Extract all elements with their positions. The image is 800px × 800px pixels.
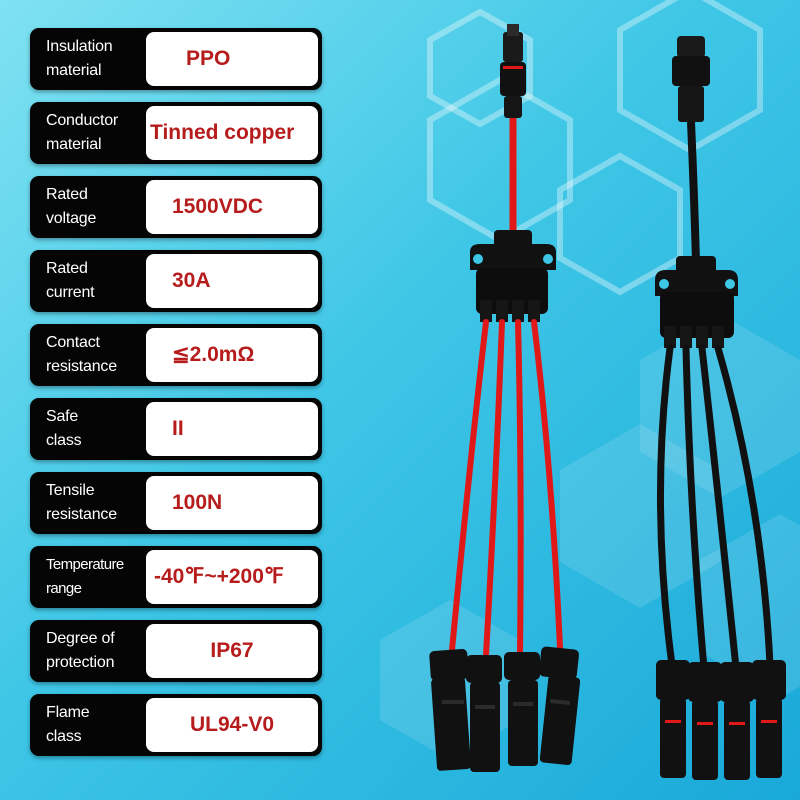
spec-row-current: Rated current 30A [30,250,322,312]
spec-label: Degree of protection [46,630,115,671]
spec-row-temperature: Temperature range -40℉~+200℉ [30,546,322,608]
spec-row-protection: Degree of protection IP67 [30,620,322,682]
spec-label: Rated current [46,260,95,301]
spec-label: Conductor material [46,112,119,153]
spec-label: Temperature range [46,556,124,597]
spec-label: Insulation material [46,38,113,79]
spec-row-conductor: Conductor material Tinned copper [30,102,322,164]
spec-value: PPO [146,32,318,86]
spec-row-insulation: Insulation material PPO [30,28,322,90]
spec-label: Safe class [46,408,82,449]
spec-value: 30A [146,254,318,308]
spec-row-tensile: Tensile resistance 100N [30,472,322,534]
spec-value: -40℉~+200℉ [146,550,318,604]
branch-connector-illustration [429,24,786,780]
spec-label: Flame class [46,704,90,745]
red-branch-cable [429,24,581,772]
spec-row-contact-resistance: Contact resistance ≦2.0mΩ [30,324,322,386]
spec-value: UL94-V0 [146,698,318,752]
spec-row-safe-class: Safe class II [30,398,322,460]
spec-value: 1500VDC [146,180,318,234]
spec-value: ≦2.0mΩ [146,328,318,382]
spec-value: II [146,402,318,456]
spec-value: Tinned copper [146,106,318,160]
spec-row-voltage: Rated voltage 1500VDC [30,176,322,238]
black-branch-cable [655,36,786,780]
spec-value: 100N [146,476,318,530]
spec-label: Contact resistance [46,334,117,375]
spec-value: IP67 [146,624,318,678]
spec-row-flame: Flame class UL94-V0 [30,694,322,756]
spec-label: Tensile resistance [46,482,117,523]
spec-label: Rated voltage [46,186,97,227]
